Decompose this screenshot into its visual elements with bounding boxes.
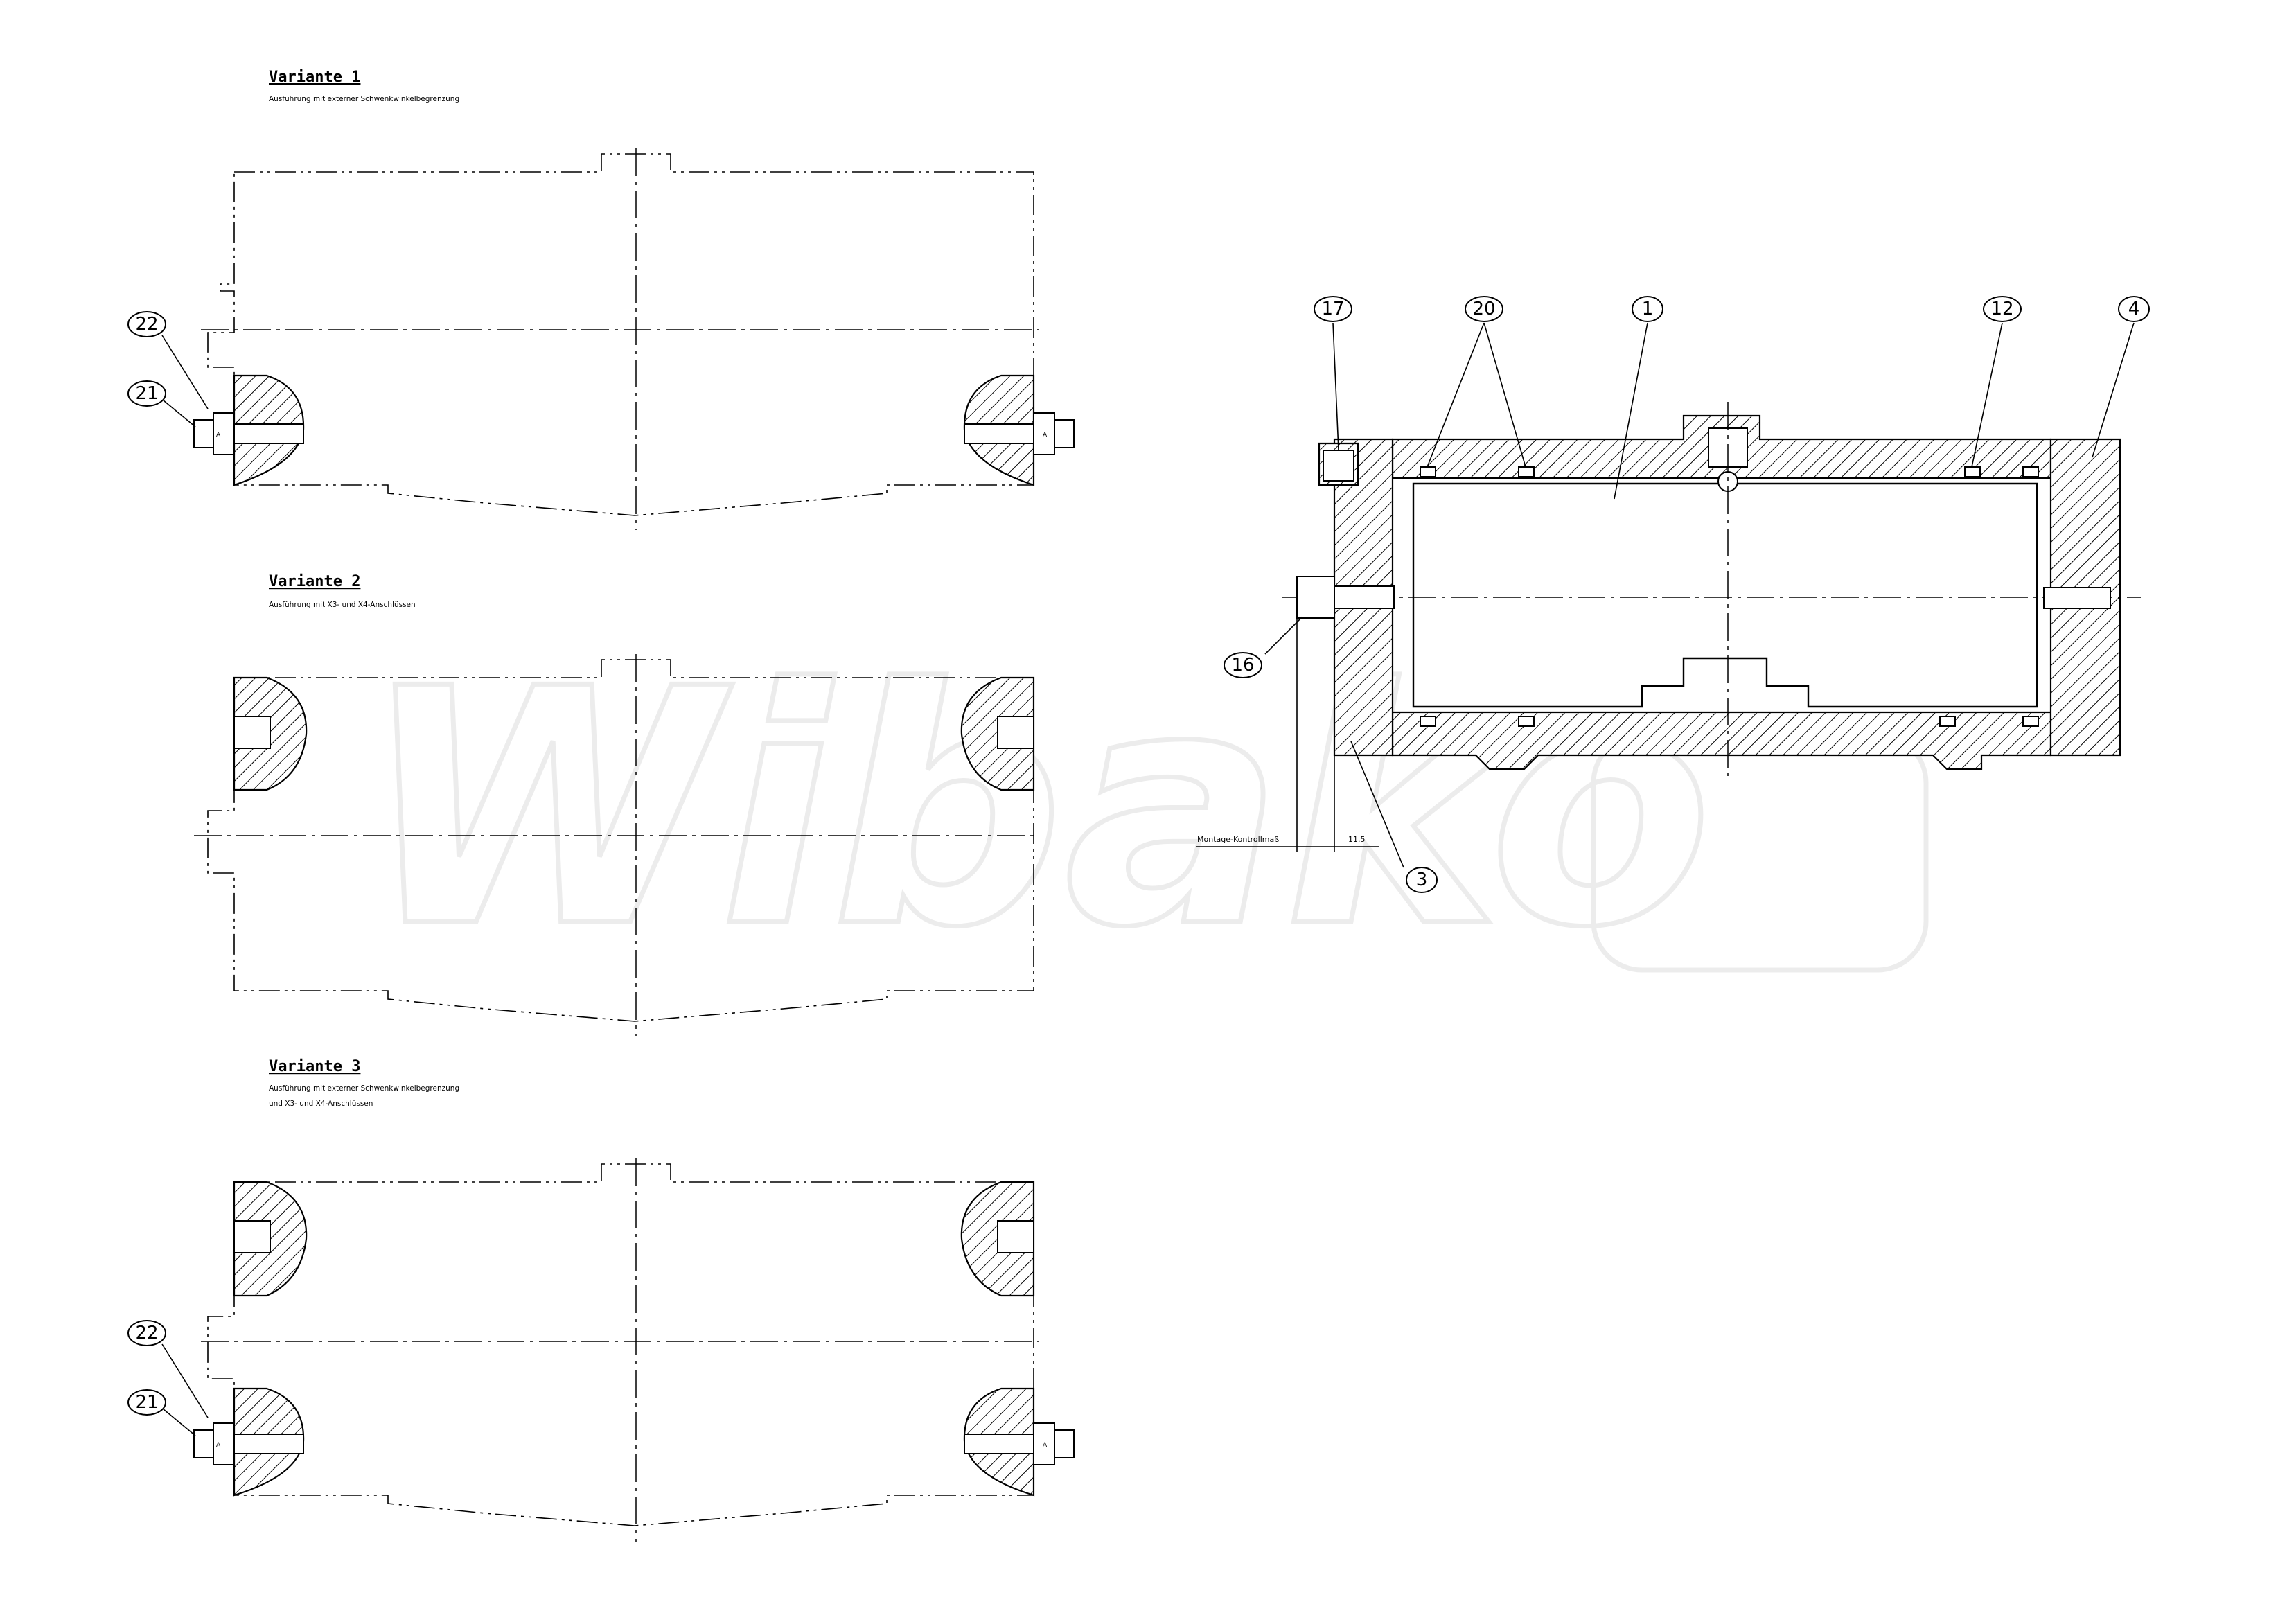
leader-20a — [1427, 322, 1485, 468]
svg-text:12: 12 — [1990, 299, 2013, 319]
leader-3 — [1350, 741, 1404, 868]
seal-20-left — [1420, 466, 1436, 477]
seal-bottom-right-2 — [2022, 716, 2039, 727]
variant-3-description-line-2: und X3- und X4-Anschlüssen — [269, 1100, 373, 1108]
leader-16 — [1264, 616, 1303, 655]
variant-2-right-port — [997, 716, 1034, 749]
balloon-20: 20 — [1465, 296, 1503, 322]
variant-2-title: Variante 2 — [269, 573, 360, 590]
svg-text:21: 21 — [135, 1392, 158, 1413]
balloon-1: 1 — [1632, 296, 1663, 322]
balloon-3: 3 — [1406, 867, 1438, 893]
washer — [1033, 412, 1055, 455]
leader-21 — [163, 1409, 196, 1436]
svg-text:3: 3 — [1416, 870, 1428, 890]
seal-bottom-left — [1420, 716, 1436, 727]
balloon-4: 4 — [2118, 296, 2150, 322]
balloon-21: 21 — [127, 380, 166, 407]
bolt-head — [193, 419, 214, 448]
seal-bottom-right — [1939, 716, 1956, 727]
plug-17 — [1323, 450, 1354, 482]
variant-3-title: Variante 3 — [269, 1058, 360, 1075]
bolt-16-head — [1296, 576, 1335, 619]
balloon-16: 16 — [1224, 652, 1262, 678]
svg-text:1: 1 — [1642, 299, 1654, 319]
leader-22 — [161, 335, 209, 409]
bolt-marking: A — [1043, 432, 1048, 439]
variant-3-phantom-outline — [207, 1163, 1034, 1526]
leader-21 — [163, 400, 196, 427]
variant-3-left-port — [233, 1220, 271, 1253]
balloon-22: 22 — [127, 1320, 166, 1346]
variant-3: Variante 3 Ausführung mit externer Schwe… — [127, 1058, 1075, 1542]
variant-1: Variante 1 Ausführung mit externer Schwe… — [127, 69, 1075, 530]
seal-20-right — [1518, 466, 1535, 477]
svg-text:21: 21 — [135, 383, 158, 404]
bolt-marking: A — [216, 1442, 221, 1449]
bolt-head — [1054, 1429, 1075, 1458]
bolt-marking: A — [216, 432, 221, 439]
washer — [213, 412, 235, 455]
bolt-shank — [964, 423, 1034, 444]
svg-text:17: 17 — [1321, 299, 1344, 319]
variant-2: Variante 2 Ausführung mit X3- und X4-Ans… — [194, 573, 1039, 1036]
seal-12 — [1964, 466, 1981, 477]
variant-1-title: Variante 1 — [269, 69, 360, 86]
variant-2-left-port — [233, 716, 271, 749]
variant-3-left-bolt: A — [193, 1422, 304, 1465]
bolt-16-shank — [1334, 585, 1395, 609]
variant-3-right-bolt: A — [964, 1422, 1075, 1465]
washer — [213, 1422, 235, 1465]
variant-1-description: Ausführung mit externer Schwenkwinkelbeg… — [269, 95, 459, 103]
shaft-outline — [1412, 482, 2038, 708]
variant-2-phantom-outline — [207, 659, 1034, 1022]
svg-text:20: 20 — [1472, 299, 1495, 319]
watermark: Wibako — [358, 617, 1929, 1001]
variant-1-phantom-outline — [207, 153, 1034, 516]
leader-1 — [1614, 322, 1648, 500]
variant-2-description: Ausführung mit X3- und X4-Anschlüssen — [269, 601, 416, 609]
leader-12 — [1971, 322, 2003, 468]
svg-text:22: 22 — [135, 1323, 158, 1343]
leader-20b — [1483, 322, 1526, 468]
bolt-head — [1054, 419, 1075, 448]
bolt-shank — [964, 1434, 1034, 1454]
bolt-16 — [1296, 576, 1395, 619]
svg-text:22: 22 — [135, 314, 158, 335]
watermark-text: Wibako — [360, 619, 1713, 998]
leader-22 — [161, 1343, 209, 1418]
variant-3-right-port — [997, 1220, 1034, 1253]
balloon-21: 21 — [127, 1389, 166, 1416]
main-section-view: Montage-Kontrollmaß 11.5 17 20 1 12 — [1196, 296, 2150, 893]
seal-right — [2022, 466, 2039, 477]
variant-1-right-bolt: A — [964, 412, 1075, 455]
montage-kontrollmass-label: Montage-Kontrollmaß — [1197, 835, 1279, 844]
bolt-head — [193, 1429, 214, 1458]
washer — [1033, 1422, 1055, 1465]
bolt-marking: A — [1043, 1442, 1048, 1449]
leader-17 — [1332, 322, 1339, 451]
leader-4 — [2092, 322, 2135, 458]
right-stud — [2043, 587, 2111, 609]
svg-text:16: 16 — [1231, 655, 1254, 676]
svg-text:4: 4 — [2128, 299, 2140, 319]
balloon-22: 22 — [127, 311, 166, 337]
montage-kontrollmass-value: 11.5 — [1348, 835, 1366, 844]
variant-1-left-bolt: A — [193, 412, 304, 455]
balloon-17: 17 — [1314, 296, 1352, 322]
bolt-shank — [233, 423, 304, 444]
bolt-shank — [233, 1434, 304, 1454]
seal-bottom-left-2 — [1518, 716, 1535, 727]
balloon-12: 12 — [1983, 296, 2022, 322]
variant-3-description-line-1: Ausführung mit externer Schwenkwinkelbeg… — [269, 1084, 459, 1093]
